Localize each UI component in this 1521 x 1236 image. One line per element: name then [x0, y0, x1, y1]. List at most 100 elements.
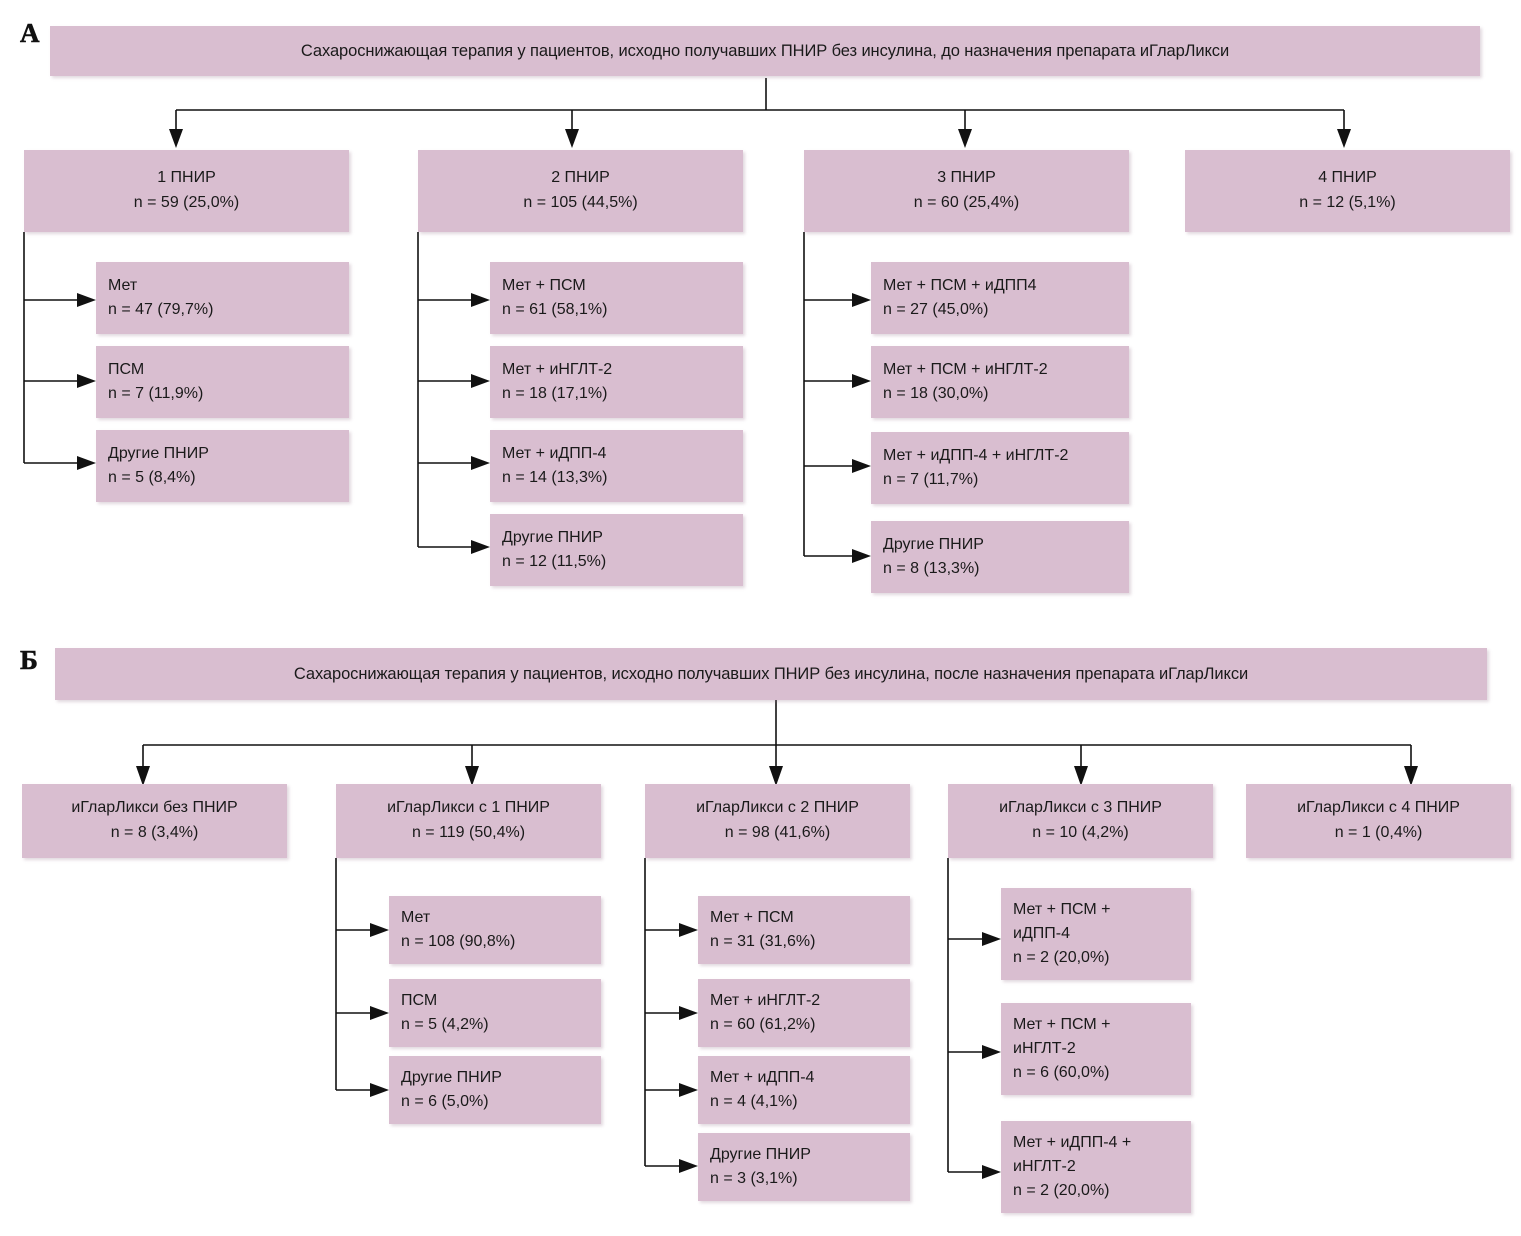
- panel-b-col1-head: иГларЛикси без ПНИР n = 8 (3,4%): [22, 784, 287, 858]
- panel-a-col3-leaf-3-n: n = 7 (11,7%): [883, 471, 979, 488]
- panel-a-col4-head-n: n = 12 (5,1%): [1299, 194, 1396, 211]
- panel-a-col2-leaf-4-n: n = 12 (11,5%): [502, 553, 607, 570]
- panel-b-col3-leaf-3: Мет + иДПП-4 n = 4 (4,1%): [698, 1056, 910, 1124]
- panel-b-col4-leaf-1-label2: иДПП-4: [1013, 925, 1070, 942]
- panel-a-arrow-1: [169, 129, 183, 148]
- panel-b-col3-leaf-4-label: Другие ПНИР: [710, 1146, 811, 1163]
- panel-b-col1-head-label: иГларЛикси без ПНИР: [71, 799, 238, 817]
- panel-a-c1-arrow-1: [77, 293, 96, 307]
- panel-a-c3-arrow-1: [852, 293, 871, 307]
- panel-a-col3-leaf-2: Мет + ПСМ + иНГЛТ-2 n = 18 (30,0%): [871, 346, 1129, 418]
- panel-a-c3-arrow-3: [852, 459, 871, 473]
- panel-a-arrow-2: [565, 129, 579, 148]
- panel-b-col4-leaf-1-label: Мет + ПСМ +: [1013, 901, 1111, 918]
- panel-b-arrow-2: [465, 766, 479, 786]
- panel-a-arrow-4: [1337, 129, 1351, 148]
- panel-b-col3-leaf-2: Мет + иНГЛТ-2 n = 60 (61,2%): [698, 979, 910, 1047]
- panel-b-col2-head-label: иГларЛикси с 1 ПНИР: [387, 799, 550, 817]
- panel-a-col2-leaf-2-n: n = 18 (17,1%): [502, 385, 608, 402]
- panel-a-col3-leaf-3-label: Мет + иДПП-4 + иНГЛТ-2: [883, 447, 1069, 464]
- panel-b-c3-arrow-1: [679, 923, 698, 937]
- panel-b-col3-leaf-1-n: n = 31 (31,6%): [710, 933, 816, 950]
- panel-b-col2-leaf-3: Другие ПНИР n = 6 (5,0%): [389, 1056, 601, 1124]
- panel-b-col4-leaf-2-n: n = 6 (60,0%): [1013, 1064, 1110, 1081]
- panel-b-col3-head-label: иГларЛикси с 2 ПНИР: [696, 799, 859, 817]
- panel-b-col4-leaf-2-label: Мет + ПСМ +: [1013, 1016, 1111, 1033]
- panel-a-arrow-3: [958, 129, 972, 148]
- panel-b-c2-arrow-2: [370, 1006, 389, 1020]
- panel-a-col4-head-label: 4 ПНИР: [1318, 169, 1377, 187]
- panel-b-col3-leaf-2-label: Мет + иНГЛТ-2: [710, 992, 821, 1009]
- panel-b-col2-head-n: n = 119 (50,4%): [411, 824, 526, 841]
- panel-b-col4-head-n: n = 10 (4,2%): [1032, 824, 1129, 841]
- panel-b-c4-arrow-1: [982, 932, 1001, 946]
- panel-a-title-box: Сахароснижающая терапия у пациентов, исх…: [50, 26, 1480, 76]
- panel-b-c3-arrow-2: [679, 1006, 698, 1020]
- panel-a-col2-leaf-1-n: n = 61 (58,1%): [502, 301, 608, 318]
- panel-a-letter: А: [20, 18, 40, 48]
- panel-b-col3-head-n: n = 98 (41,6%): [724, 824, 831, 841]
- panel-a-c2-arrow-1: [471, 293, 490, 307]
- panel-b-arrow-1: [136, 766, 150, 786]
- panel-a-col1-leaf-3: Другие ПНИР n = 5 (8,4%): [96, 430, 349, 502]
- panel-b-col2-leaf-1: Мет n = 108 (90,8%): [389, 896, 601, 964]
- panel-a-col1-head-n: n = 59 (25,0%): [133, 194, 240, 211]
- panel-b-col1-head-n: n = 8 (3,4%): [110, 824, 199, 841]
- panel-a-col3-leaf-1-n: n = 27 (45,0%): [883, 301, 989, 318]
- panel-a-c2-arrow-4: [471, 540, 490, 554]
- panel-a-col2-head: 2 ПНИР n = 105 (44,5%): [418, 150, 743, 232]
- panel-a-col2-leaf-1-label: Мет + ПСМ: [502, 277, 586, 294]
- panel-b-letter: Б: [20, 645, 38, 675]
- panel-b-arrow-5: [1404, 766, 1418, 786]
- panel-b-col2-head: иГларЛикси с 1 ПНИР n = 119 (50,4%): [336, 784, 601, 858]
- panel-a-col2-leaf-4: Другие ПНИР n = 12 (11,5%): [490, 514, 743, 586]
- panel-a-col3-leaf-4: Другие ПНИР n = 8 (13,3%): [871, 521, 1129, 593]
- panel-a-title-text: Сахароснижающая терапия у пациентов, исх…: [300, 41, 1230, 60]
- panel-b-col4-leaf-2: Мет + ПСМ + иНГЛТ-2 n = 6 (60,0%): [1001, 1003, 1191, 1095]
- panel-b-col4-leaf-3-n: n = 2 (20,0%): [1013, 1182, 1110, 1199]
- panel-b-c4-arrow-3: [982, 1165, 1001, 1179]
- panel-a-col1-head: 1 ПНИР n = 59 (25,0%): [24, 150, 349, 232]
- panel-b-col3-leaf-1-label: Мет + ПСМ: [710, 909, 794, 926]
- panel-a-col2-head-n: n = 105 (44,5%): [523, 194, 638, 211]
- panel-a-col1-leaf-2-label: ПСМ: [108, 361, 145, 378]
- panel-b-col4-head-label: иГларЛикси с 3 ПНИР: [999, 799, 1162, 817]
- panel-b-col3-leaf-4: Другие ПНИР n = 3 (3,1%): [698, 1133, 910, 1201]
- panel-b-c2-arrow-1: [370, 923, 389, 937]
- panel-a-c1-arrow-2: [77, 374, 96, 388]
- panel-a-col2-leaf-3-label: Мет + иДПП-4: [502, 445, 607, 462]
- panel-a-col1-leaf-2: ПСМ n = 7 (11,9%): [96, 346, 349, 418]
- panel-a-col1-head-label: 1 ПНИР: [157, 169, 216, 187]
- panel-a-col2-leaf-3: Мет + иДПП-4 n = 14 (13,3%): [490, 430, 743, 502]
- panel-a-col1-leaf-1-label: Мет: [108, 277, 138, 294]
- panel-a-col2-head-label: 2 ПНИР: [551, 169, 610, 187]
- panel-a-col2-leaf-2: Мет + иНГЛТ-2 n = 18 (17,1%): [490, 346, 743, 418]
- panel-b-c4-arrow-2: [982, 1045, 1001, 1059]
- panel-a-col4-head: 4 ПНИР n = 12 (5,1%): [1185, 150, 1510, 232]
- panel-a-col1-leaf-3-label: Другие ПНИР: [108, 445, 209, 462]
- panel-b-c3-arrow-4: [679, 1159, 698, 1173]
- panel-a-col1-leaf-2-n: n = 7 (11,9%): [108, 385, 204, 402]
- panel-b-col5-head-n: n = 1 (0,4%): [1334, 824, 1423, 841]
- panel-a-col1-leaf-1-n: n = 47 (79,7%): [108, 301, 214, 318]
- panel-a-col3-leaf-1: Мет + ПСМ + иДПП4 n = 27 (45,0%): [871, 262, 1129, 334]
- panel-b-col2-leaf-2: ПСМ n = 5 (4,2%): [389, 979, 601, 1047]
- panel-b-c3-arrow-3: [679, 1083, 698, 1097]
- panel-b-col2-leaf-3-label: Другие ПНИР: [401, 1069, 502, 1086]
- panel-b-arrow-3: [769, 766, 783, 786]
- panel-b-col3-leaf-1: Мет + ПСМ n = 31 (31,6%): [698, 896, 910, 964]
- panel-b-col2-leaf-2-n: n = 5 (4,2%): [401, 1016, 489, 1033]
- panel-a-col2-leaf-1: Мет + ПСМ n = 61 (58,1%): [490, 262, 743, 334]
- panel-b-c2-arrow-3: [370, 1083, 389, 1097]
- panel-a-col1-leaf-1: Мет n = 47 (79,7%): [96, 262, 349, 334]
- panel-b-col3-leaf-2-n: n = 60 (61,2%): [710, 1016, 816, 1033]
- panel-b-col3-leaf-3-n: n = 4 (4,1%): [710, 1093, 798, 1110]
- panel-a-col3-leaf-2-n: n = 18 (30,0%): [883, 385, 989, 402]
- panel-b-col4-head: иГларЛикси с 3 ПНИР n = 10 (4,2%): [948, 784, 1213, 858]
- panel-b-col4-leaf-1: Мет + ПСМ + иДПП-4 n = 2 (20,0%): [1001, 888, 1191, 980]
- panel-a-col3-head: 3 ПНИР n = 60 (25,4%): [804, 150, 1129, 232]
- panel-a-col3-leaf-4-n: n = 8 (13,3%): [883, 560, 980, 577]
- panel-a-col3-head-label: 3 ПНИР: [937, 169, 996, 187]
- panel-a-col2-leaf-2-label: Мет + иНГЛТ-2: [502, 361, 613, 378]
